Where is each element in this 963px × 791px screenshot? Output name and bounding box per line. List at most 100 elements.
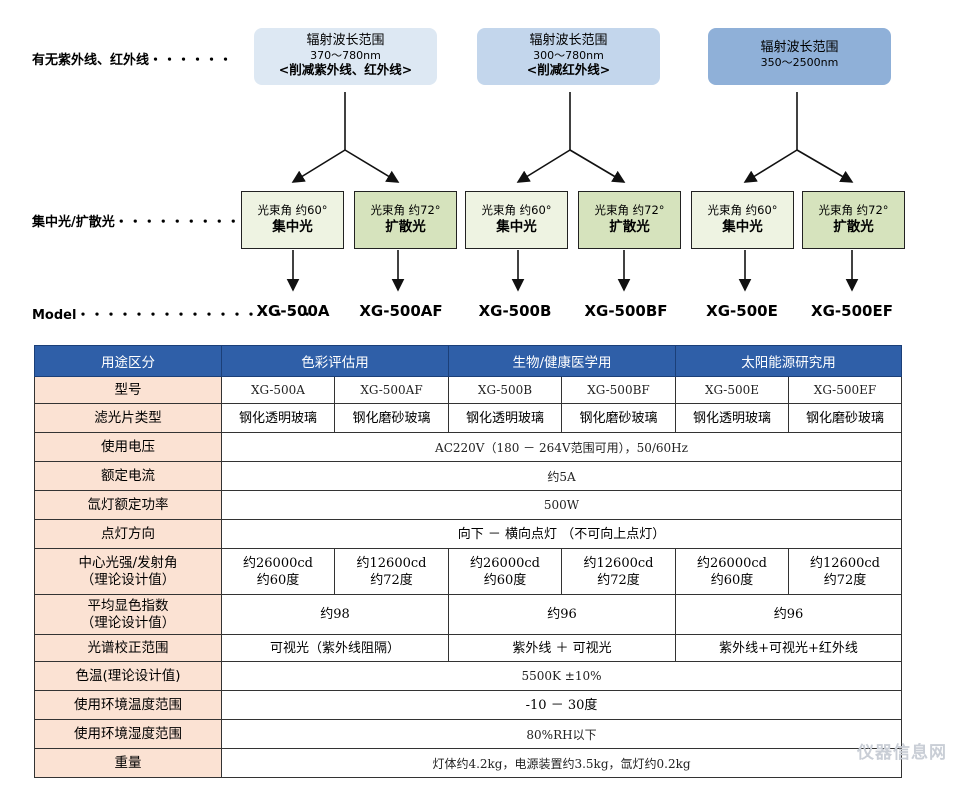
table-row: 使用环境温度范围 -10 － 30度 bbox=[34, 690, 902, 720]
table-row: 光谱校正范围 可视光（紫外线阻隔） 紫外线 ＋ 可视光 紫外线+可视光+红外线 bbox=[34, 634, 902, 662]
cell-line: 约12600cd bbox=[810, 555, 880, 571]
product-diagram: 有无紫外线、红外线・・・・・・ 集中光/扩散光・・・・・・・・・ Model・・… bbox=[0, 0, 963, 340]
table-cell: 钢化磨砂玻璃 bbox=[788, 403, 902, 433]
beam-box-concentrated: 光束角 约60° 集中光 bbox=[691, 191, 794, 249]
table-cell: 钢化透明玻璃 bbox=[448, 403, 562, 433]
wavelength-box-a: 辐射波长范围 370～780nm <削减紫外线、红外线> bbox=[254, 28, 437, 85]
model-name: XG-500BF bbox=[584, 302, 668, 320]
table-row: 额定电流 约5A bbox=[34, 461, 902, 491]
row-label: 使用电压 bbox=[34, 432, 222, 462]
table-cell: XG-500B bbox=[448, 376, 562, 404]
table-cell: XG-500A bbox=[221, 376, 335, 404]
beam-angle: 光束角 约60° bbox=[481, 203, 552, 217]
table-cell: 钢化磨砂玻璃 bbox=[334, 403, 449, 433]
beam-angle: 光束角 约60° bbox=[707, 203, 778, 217]
table-cell: XG-500EF bbox=[788, 376, 902, 404]
row-label: 光谱校正范围 bbox=[34, 634, 222, 662]
header-usage: 用途区分 bbox=[34, 345, 222, 377]
row-label: 平均显色指数 （理论设计值） bbox=[34, 594, 222, 635]
model-name: XG-500EF bbox=[811, 302, 893, 320]
table-row: 氙灯额定功率 500W bbox=[34, 490, 902, 520]
model-name: XG-500E bbox=[706, 302, 778, 320]
beam-angle: 光束角 约72° bbox=[370, 203, 441, 217]
row-label-line: 平均显色指数 bbox=[87, 597, 169, 614]
row-label-line: （理论设计值） bbox=[80, 571, 176, 588]
wavelength-note: <削减紫外线、红外线> bbox=[278, 62, 413, 77]
row-label-line: 中心光强/发射角 bbox=[78, 554, 178, 571]
beam-kind: 集中光 bbox=[496, 219, 537, 235]
cell-line: 约26000cd bbox=[470, 555, 540, 571]
table-cell: 约96 bbox=[675, 594, 902, 635]
beam-box-concentrated: 光束角 约60° 集中光 bbox=[241, 191, 344, 249]
model-label: Model・・・・・・・・・・・・・・・・・ bbox=[32, 308, 315, 323]
table-cell: 约5A bbox=[221, 461, 902, 491]
table-cell: 80%RH以下 bbox=[221, 719, 902, 749]
watermark: 仪器信息网 bbox=[857, 743, 947, 763]
beam-box-concentrated: 光束角 约60° 集中光 bbox=[465, 191, 568, 249]
cell-line: 约26000cd bbox=[243, 555, 313, 571]
header-group: 色彩评估用 bbox=[221, 345, 449, 377]
table-cell: 约98 bbox=[221, 594, 449, 635]
cell-line: 约12600cd bbox=[583, 555, 654, 571]
cell-line: 约26000cd bbox=[697, 555, 767, 571]
row-label: 中心光强/发射角 （理论设计值） bbox=[34, 548, 222, 595]
table-cell: 钢化透明玻璃 bbox=[221, 403, 335, 433]
beam-angle: 光束角 约72° bbox=[818, 203, 889, 217]
table-row: 使用环境湿度范围 80%RH以下 bbox=[34, 719, 902, 749]
table-row: 色温(理论设计值) 5500K ±10% bbox=[34, 661, 902, 691]
row-label: 使用环境湿度范围 bbox=[34, 719, 222, 749]
beam-box-diffused: 光束角 约72° 扩散光 bbox=[802, 191, 905, 249]
table-cell: 钢化磨砂玻璃 bbox=[561, 403, 676, 433]
row-label: 色温(理论设计值) bbox=[34, 661, 222, 691]
beam-kind: 扩散光 bbox=[833, 219, 874, 235]
table-cell: 灯体约4.2kg，电源装置约3.5kg，氙灯约0.2kg bbox=[221, 748, 902, 778]
wavelength-box-b: 辐射波长范围 300～780nm <削减红外线> bbox=[477, 28, 660, 85]
beam-kind: 集中光 bbox=[722, 219, 763, 235]
cell-line: 约72度 bbox=[597, 572, 640, 588]
wavelength-box-e: 辐射波长范围 350～2500nm bbox=[708, 28, 891, 85]
wavelength-range: 350～2500nm bbox=[760, 56, 839, 69]
table-row: 滤光片类型 钢化透明玻璃 钢化磨砂玻璃 钢化透明玻璃 钢化磨砂玻璃 钢化透明玻璃… bbox=[34, 403, 902, 433]
wavelength-title: 辐射波长范围 bbox=[760, 40, 839, 55]
table-header-row: 用途区分 色彩评估用 生物/健康医学用 太阳能源研究用 bbox=[34, 345, 902, 377]
table-cell: XG-500E bbox=[675, 376, 789, 404]
row-label: 点灯方向 bbox=[34, 519, 222, 549]
table-cell: -10 － 30度 bbox=[221, 690, 902, 720]
table-row: 型号 XG-500A XG-500AF XG-500B XG-500BF XG-… bbox=[34, 376, 902, 404]
header-group: 太阳能源研究用 bbox=[675, 345, 902, 377]
table-cell: 紫外线+可视光+红外线 bbox=[675, 634, 902, 662]
table-row: 使用电压 AC220V（180 － 264V范围可用），50/60Hz bbox=[34, 432, 902, 462]
cell-line: 约60度 bbox=[256, 572, 300, 588]
cell-line: 约60度 bbox=[483, 572, 527, 588]
wavelength-note: <削减红外线> bbox=[526, 62, 611, 77]
header-group: 生物/健康医学用 bbox=[448, 345, 676, 377]
beam-box-diffused: 光束角 约72° 扩散光 bbox=[354, 191, 457, 249]
table-cell: 向下 － 横向点灯 （不可向上点灯） bbox=[221, 519, 902, 549]
model-name: XG-500A bbox=[256, 302, 330, 320]
table-row: 重量 灯体约4.2kg，电源装置约3.5kg，氙灯约0.2kg bbox=[34, 748, 902, 778]
row-label: 氙灯额定功率 bbox=[34, 490, 222, 520]
cell-line: 约72度 bbox=[370, 572, 413, 588]
beam-box-diffused: 光束角 约72° 扩散光 bbox=[578, 191, 681, 249]
model-name: XG-500B bbox=[478, 302, 552, 320]
beam-kind: 集中光 bbox=[272, 219, 313, 235]
beam-kind: 扩散光 bbox=[385, 219, 426, 235]
row-label: 型号 bbox=[34, 376, 222, 404]
row-label: 重量 bbox=[34, 748, 222, 778]
model-name: XG-500AF bbox=[359, 302, 443, 320]
spec-table: 用途区分 色彩评估用 生物/健康医学用 太阳能源研究用 型号 XG-500A X… bbox=[34, 345, 902, 778]
uv-ir-label: 有无紫外线、红外线・・・・・・ bbox=[32, 53, 234, 68]
cell-line: 约60度 bbox=[710, 572, 754, 588]
beam-kind: 扩散光 bbox=[609, 219, 650, 235]
row-label: 额定电流 bbox=[34, 461, 222, 491]
table-cell: 钢化透明玻璃 bbox=[675, 403, 789, 433]
wavelength-title: 辐射波长范围 bbox=[306, 33, 385, 48]
row-label-line: （理论设计值） bbox=[80, 614, 176, 631]
wavelength-title: 辐射波长范围 bbox=[529, 33, 608, 48]
